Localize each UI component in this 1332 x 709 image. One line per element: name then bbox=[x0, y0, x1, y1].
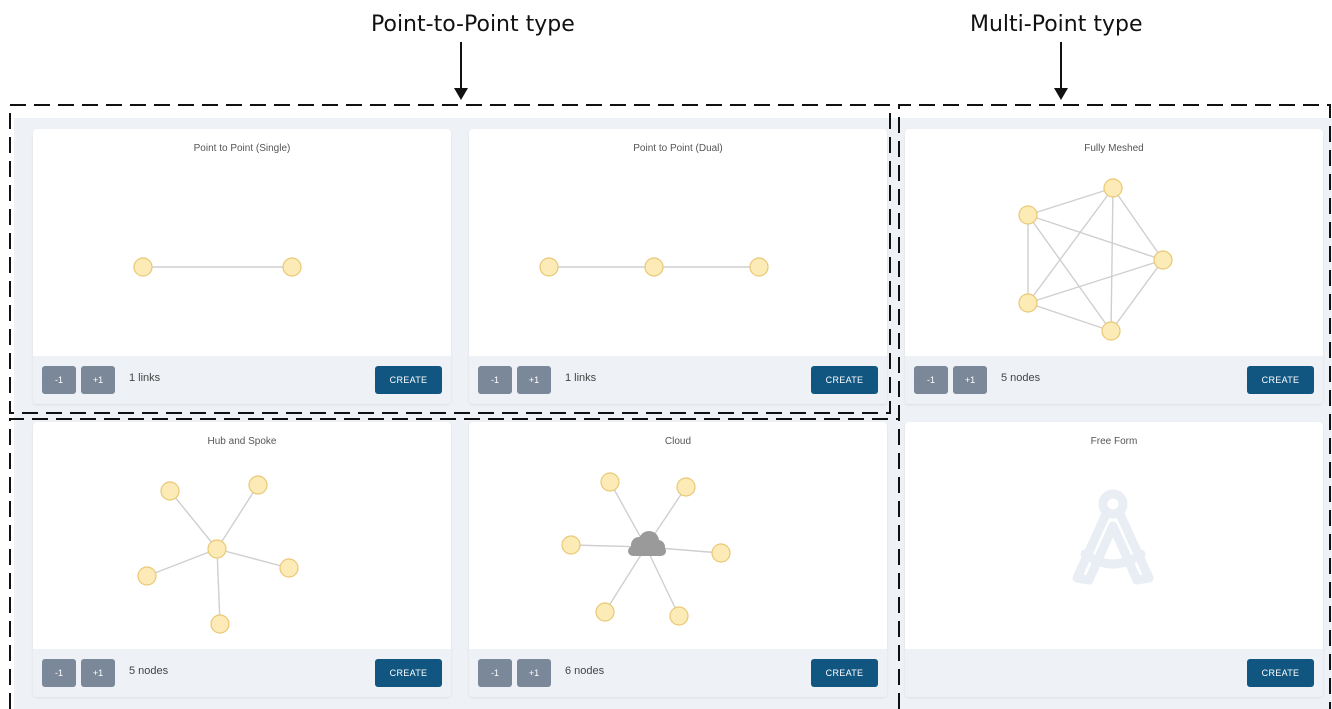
create-button[interactable]: CREATE bbox=[375, 659, 442, 687]
card-point-to-point-single: Point to Point (Single) -1 +1 1 links CR… bbox=[33, 129, 451, 404]
compass-icon bbox=[1072, 489, 1154, 585]
decrement-button[interactable]: -1 bbox=[914, 366, 948, 394]
card-footer: -1 +1 5 nodes CREATE bbox=[905, 356, 1323, 404]
card-footer: CREATE bbox=[905, 649, 1323, 697]
card-title: Point to Point (Dual) bbox=[633, 143, 723, 154]
card-title: Fully Meshed bbox=[1084, 143, 1144, 154]
cloud-icon bbox=[628, 531, 666, 556]
decrement-button[interactable]: -1 bbox=[42, 659, 76, 687]
topology-diagram bbox=[137, 475, 299, 634]
card-footer: -1 +1 5 nodes CREATE bbox=[33, 649, 451, 697]
increment-button[interactable]: +1 bbox=[81, 659, 115, 687]
card-footer: -1 +1 6 nodes CREATE bbox=[469, 649, 887, 697]
decrement-button[interactable]: -1 bbox=[478, 659, 512, 687]
card-footer: -1 +1 1 links CREATE bbox=[33, 356, 451, 404]
card-title: Cloud bbox=[664, 436, 692, 447]
annotation-multi-point: Multi-Point type bbox=[970, 12, 1143, 37]
create-button[interactable]: CREATE bbox=[811, 366, 878, 394]
card-footer: -1 +1 1 links CREATE bbox=[469, 356, 887, 404]
card-fully-meshed: Fully Meshed -1 +1 5 nodes CREATE bbox=[905, 129, 1323, 404]
topology-diagram bbox=[1072, 489, 1154, 585]
topology-diagram bbox=[561, 472, 731, 626]
card-hub-and-spoke: Hub and Spoke -1 +1 5 nodes CREATE bbox=[33, 422, 451, 697]
topology-diagram bbox=[539, 257, 769, 277]
increment-button[interactable]: +1 bbox=[517, 366, 551, 394]
card-point-to-point-dual: Point to Point (Dual) -1 +1 1 links CREA… bbox=[469, 129, 887, 404]
count-label: 5 nodes bbox=[129, 665, 169, 677]
count-label: 6 nodes bbox=[565, 665, 605, 677]
card-title: Free Form bbox=[1090, 436, 1138, 447]
decrement-button[interactable]: -1 bbox=[42, 366, 76, 394]
card-cloud: Cloud -1 +1 6 nodes CREATE bbox=[469, 422, 887, 697]
card-title: Point to Point (Single) bbox=[193, 143, 291, 154]
count-label: 1 links bbox=[129, 372, 161, 384]
increment-button[interactable]: +1 bbox=[953, 366, 987, 394]
create-button[interactable]: CREATE bbox=[1247, 366, 1314, 394]
create-button[interactable]: CREATE bbox=[1247, 659, 1314, 687]
count-label: 5 nodes bbox=[1001, 372, 1041, 384]
create-button[interactable]: CREATE bbox=[375, 366, 442, 394]
decrement-button[interactable]: -1 bbox=[478, 366, 512, 394]
card-free-form: Free Form CREATE bbox=[905, 422, 1323, 697]
increment-button[interactable]: +1 bbox=[81, 366, 115, 394]
count-label: 1 links bbox=[565, 372, 597, 384]
arrow-down-icon bbox=[454, 42, 468, 100]
arrow-down-icon bbox=[1054, 42, 1068, 100]
topology-diagram bbox=[1018, 178, 1173, 341]
increment-button[interactable]: +1 bbox=[517, 659, 551, 687]
annotation-point-to-point: Point-to-Point type bbox=[371, 12, 575, 37]
create-button[interactable]: CREATE bbox=[811, 659, 878, 687]
card-title: Hub and Spoke bbox=[207, 436, 277, 447]
topology-diagram bbox=[133, 257, 302, 277]
